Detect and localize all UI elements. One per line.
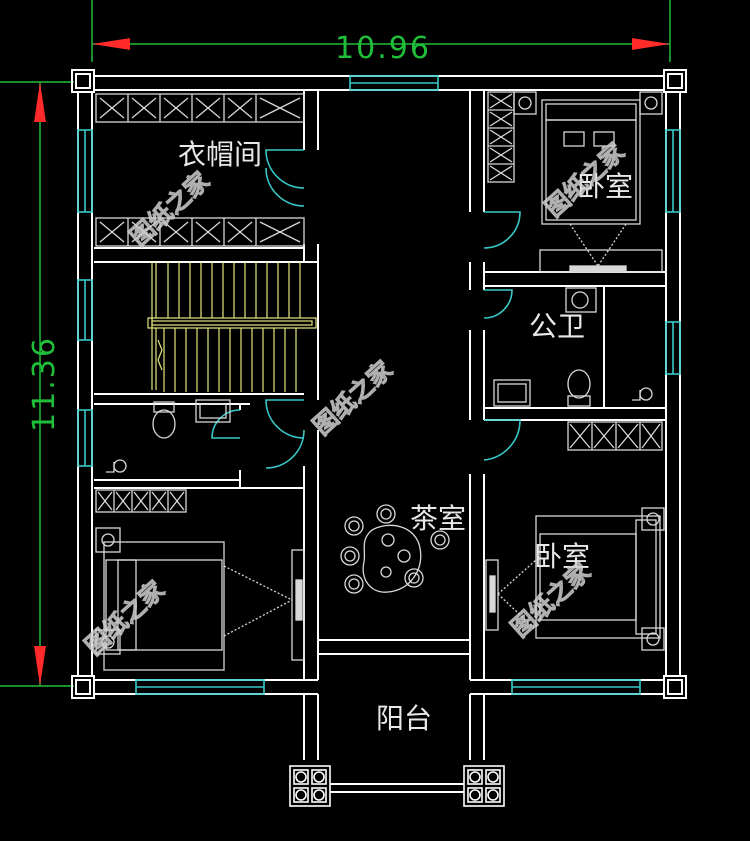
- arrow-left-icon: [92, 38, 130, 50]
- width-dimension-label: 10.96: [335, 31, 431, 66]
- stool-icon: [430, 530, 450, 550]
- watermark: 图纸之家: [80, 576, 170, 661]
- floor-drain-icon: [113, 459, 127, 473]
- nightstand-icon: [639, 91, 663, 115]
- nightstand-icon: [641, 507, 665, 531]
- arrow-up-icon: [34, 82, 46, 122]
- bed-icon: [535, 515, 661, 639]
- height-dimension-label: 11.36: [27, 336, 62, 432]
- tea-table-icon: [362, 524, 422, 593]
- stair-treads-lower: [174, 328, 297, 392]
- toilet-icon: [567, 395, 591, 407]
- watermark: 图纸之家: [125, 167, 215, 252]
- stool-icon: [344, 574, 364, 594]
- stool-icon: [404, 568, 424, 588]
- bedroom-bottom-left-furniture: [95, 489, 305, 671]
- floor-drain-icon: [639, 387, 653, 401]
- washer-icon: [565, 287, 597, 313]
- public-bath-fixtures: [493, 287, 653, 407]
- bed-icon: [103, 541, 225, 671]
- stool-icon: [340, 546, 360, 566]
- bedroom-top-right-furniture: [487, 91, 663, 273]
- width-dimension: 10.96: [91, 0, 671, 66]
- room-label-bedroom-bottom-right: 卧室: [534, 540, 590, 573]
- room-label-public-bath: 公卫: [529, 310, 585, 343]
- bed-icon: [541, 99, 641, 225]
- arrow-right-icon: [632, 38, 670, 50]
- toilet-icon: [153, 401, 175, 413]
- staircase: [147, 262, 317, 392]
- room-label-tea-room: 茶室: [410, 502, 466, 535]
- sink-icon: [195, 399, 231, 423]
- room-label-bedroom-top-right: 卧室: [577, 170, 633, 203]
- bedroom-bottom-right-furniture: [485, 421, 665, 651]
- nightstand-icon: [95, 629, 121, 655]
- watermark: 图纸之家: [308, 356, 398, 441]
- tea-set-furniture: [340, 504, 450, 594]
- height-dimension: 11.36: [0, 81, 74, 687]
- left-bath-fixtures: [106, 399, 231, 473]
- nightstand-icon: [95, 527, 121, 553]
- stool-icon: [376, 504, 396, 524]
- windows: [77, 75, 681, 695]
- arrow-down-icon: [34, 646, 46, 686]
- room-label-balcony: 阳台: [376, 702, 432, 735]
- doors: [211, 149, 521, 469]
- nightstand-icon: [513, 91, 537, 115]
- nightstand-icon: [641, 627, 665, 651]
- stool-icon: [344, 516, 364, 536]
- sink-icon: [493, 379, 531, 407]
- cloakroom-cabinets: [95, 93, 305, 247]
- balcony-posts: [289, 765, 505, 807]
- stair-treads-upper: [167, 262, 301, 318]
- room-label-cloakroom: 衣帽间: [178, 138, 262, 171]
